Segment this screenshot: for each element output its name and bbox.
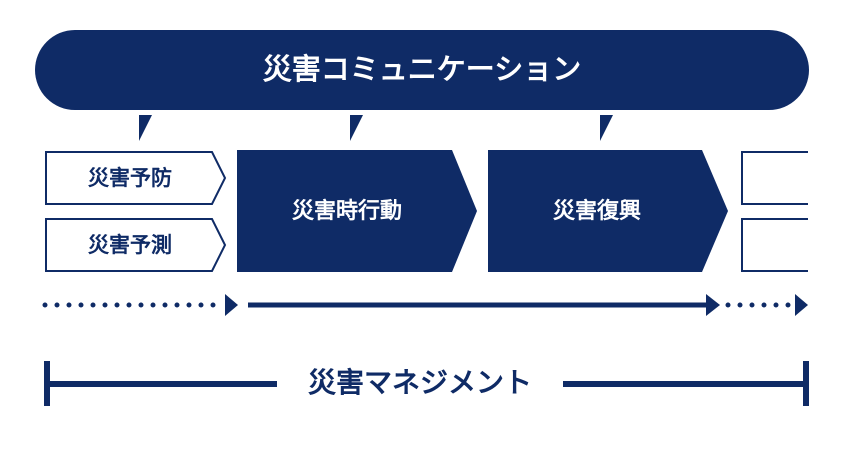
management-bracket-right-line	[563, 381, 809, 387]
connector-pointer-left	[139, 115, 152, 141]
phase-prevention-box	[45, 151, 227, 205]
connector-pointer-middle	[350, 115, 363, 141]
management-label: 災害マネジメント	[308, 366, 532, 399]
management-bracket-left-line	[44, 381, 277, 387]
phase-recovery-label: 災害復興	[553, 198, 641, 224]
communication-banner	[35, 30, 809, 110]
timeline-arrowhead-middle	[706, 294, 720, 316]
timeline-arrowhead-right	[795, 294, 808, 316]
phase-response-box	[237, 150, 477, 272]
phase-recovery-box	[488, 150, 728, 272]
timeline-arrowhead-left	[225, 294, 238, 316]
phase-prediction-label: 災害予測	[88, 233, 172, 257]
continuation-box-bottom	[741, 218, 808, 272]
phase-prevention-label: 災害予防	[88, 166, 172, 190]
phase-prediction-box	[45, 218, 227, 272]
communication-banner-label: 災害コミュニケーション	[263, 52, 581, 86]
connector-pointer-right	[600, 115, 613, 141]
phase-response-label: 災害時行動	[292, 198, 402, 224]
continuation-box-top	[741, 151, 808, 205]
